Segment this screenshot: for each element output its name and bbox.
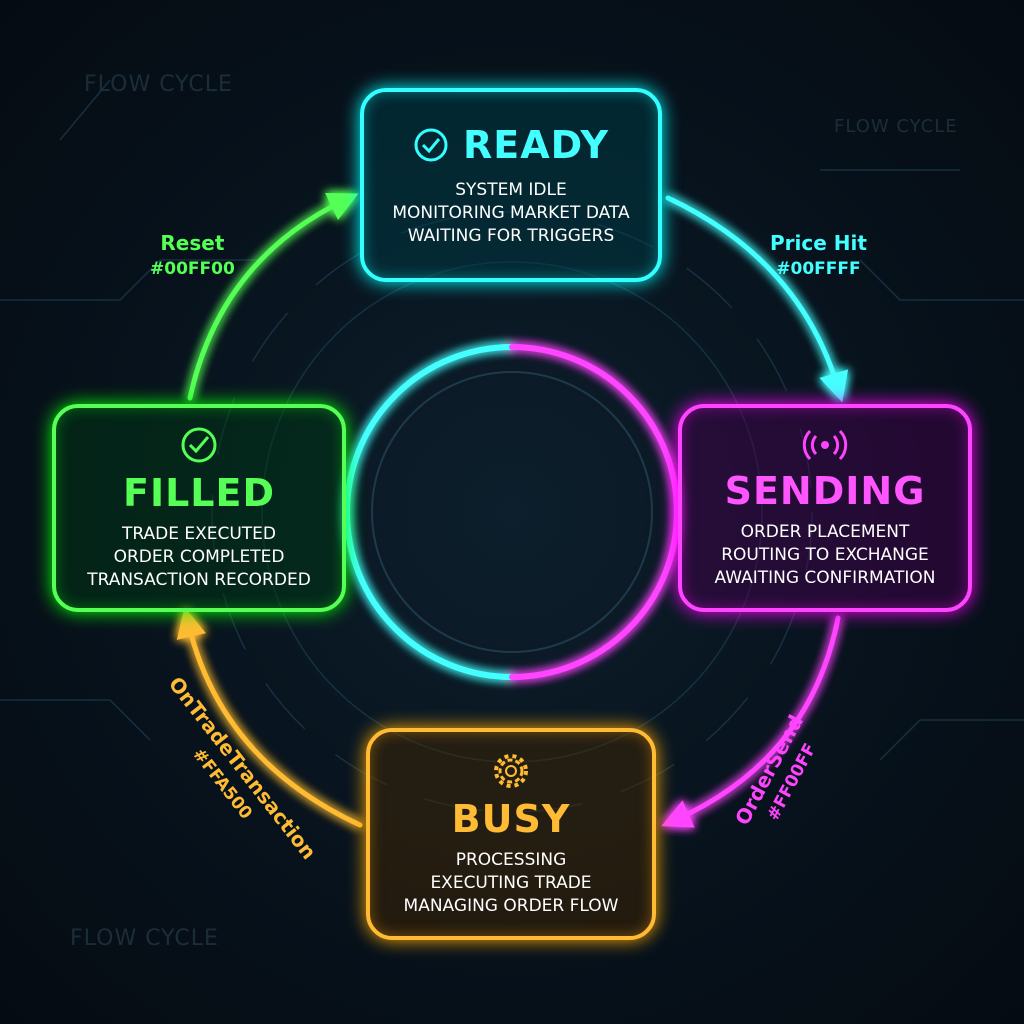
price-hit-arrow	[665, 195, 849, 403]
reset-arrow	[187, 192, 359, 401]
order-send-arrow	[661, 615, 841, 828]
check-circle-icon	[179, 425, 219, 465]
watermark: FLOW CYCLE	[70, 926, 219, 951]
transition-price-hit: Price Hit #00FFFF	[770, 230, 867, 282]
transition-hex: #00FFFF	[776, 259, 861, 279]
watermark: FLOW CYCLE	[84, 72, 233, 97]
state-line: Monitoring Market Data	[392, 202, 630, 223]
broadcast-icon	[800, 427, 850, 463]
center-ring-right	[509, 344, 680, 680]
state-line: Awaiting Confirmation	[714, 567, 936, 588]
gear-icon	[491, 751, 531, 791]
state-sending[interactable]: SENDING Order Placement Routing to Excha…	[678, 404, 972, 612]
transition-label: Reset	[160, 231, 225, 255]
state-title: FILLED	[122, 470, 276, 515]
state-busy[interactable]: BUSY Processing Executing Trade Managing…	[366, 728, 656, 940]
state-line: Processing	[455, 849, 567, 870]
center-ring-left	[344, 344, 515, 680]
transition-reset: Reset #00FF00	[150, 230, 235, 282]
state-title: SENDING	[724, 468, 926, 513]
transition-hex: #00FF00	[150, 259, 235, 279]
state-title: READY	[463, 122, 609, 167]
state-ready[interactable]: READY System Idle Monitoring Market Data…	[360, 88, 662, 282]
state-line: Transaction Recorded	[87, 569, 311, 590]
state-line: Waiting for Triggers	[407, 225, 615, 246]
state-line: Routing to Exchange	[721, 544, 929, 565]
state-title: BUSY	[451, 796, 571, 841]
state-line: Trade Executed	[121, 523, 277, 544]
transition-label: Price Hit	[770, 231, 867, 255]
state-filled[interactable]: FILLED Trade Executed Order Completed Tr…	[52, 404, 346, 612]
state-line: Executing Trade	[430, 872, 592, 893]
state-line: System Idle	[455, 179, 567, 200]
check-circle-icon	[413, 127, 449, 163]
state-line: Order Placement	[740, 521, 910, 542]
on-trade-arrow	[176, 607, 363, 828]
state-line: Order Completed	[113, 546, 285, 567]
state-line: Managing Order Flow	[403, 895, 619, 916]
watermark: FLOW CYCLE	[834, 116, 958, 137]
